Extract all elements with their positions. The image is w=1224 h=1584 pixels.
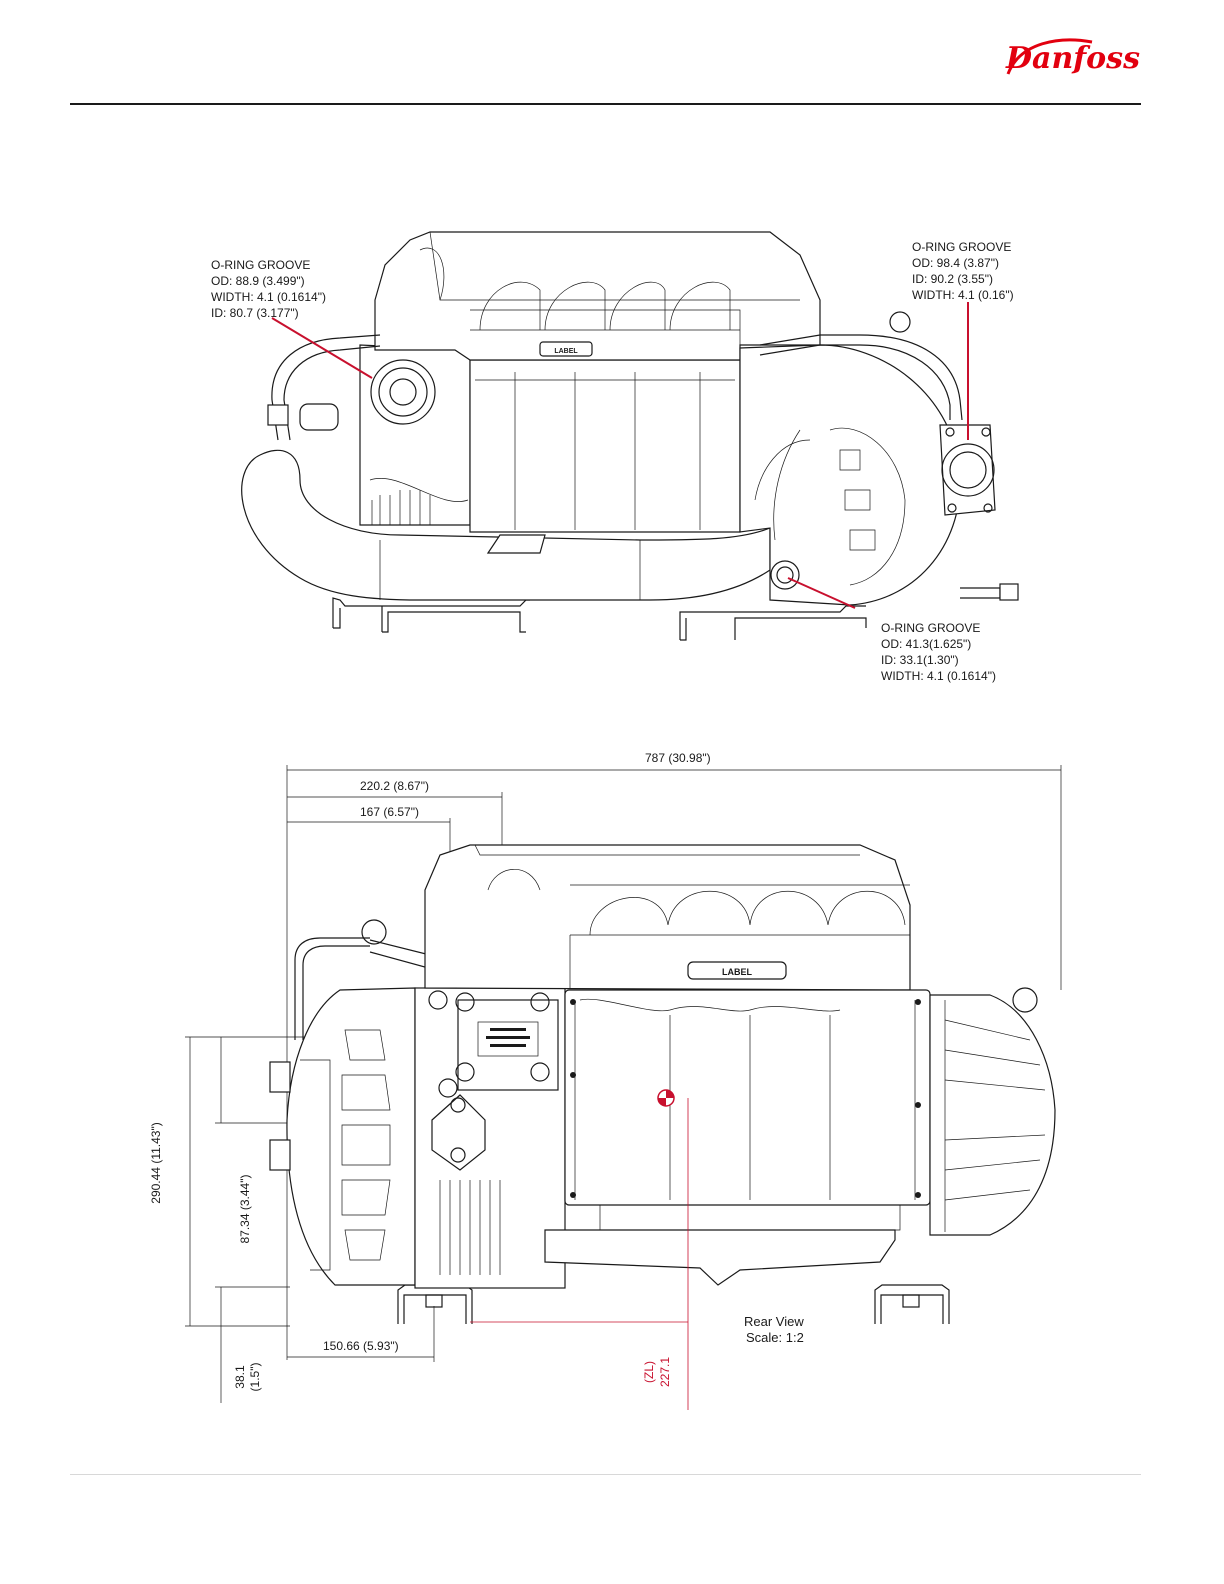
dim-overall-length: 787 (30.98") [645, 751, 711, 765]
oring-callout-right: O-RING GROOVE OD: 98.4 (3.87") ID: 90.2 … [912, 240, 1014, 302]
footer-rule [70, 1474, 1141, 1475]
view-scale: Scale: 1:2 [746, 1330, 804, 1345]
dim-zl-label: (ZL) [642, 1361, 656, 1383]
header-rule [70, 103, 1141, 105]
compressor-rear-view-drawing: LABEL [185, 765, 1062, 1410]
svg-text:LABEL: LABEL [554, 348, 578, 355]
svg-text:LABEL: LABEL [722, 967, 752, 977]
dim-38-value: 38.1 [233, 1365, 247, 1389]
compressor-isometric-drawing: LABEL [241, 231, 1019, 641]
oring-callout-bottom: O-RING GROOVE OD: 41.3(1.625") ID: 33.1(… [881, 621, 996, 683]
dim-167: 167 (6.57") [360, 805, 419, 819]
dim-zl-value: 227.1 [658, 1356, 672, 1388]
svg-text:Danfoss: Danfoss [1005, 41, 1140, 76]
danfoss-logo: Danfoss [1005, 38, 1140, 76]
dim-220: 220.2 (8.67") [360, 779, 429, 793]
dim-87: 87.34 (3.44") [238, 1174, 252, 1244]
oring-callout-left: O-RING GROOVE OD: 88.9 (3.499") WIDTH: 4… [211, 258, 326, 320]
dim-height: 290.44 (11.43") [149, 1122, 163, 1204]
view-title: Rear View [744, 1314, 804, 1329]
dim-150: 150.66 (5.93") [323, 1339, 399, 1353]
dim-38-inch: (1.5") [248, 1362, 262, 1392]
